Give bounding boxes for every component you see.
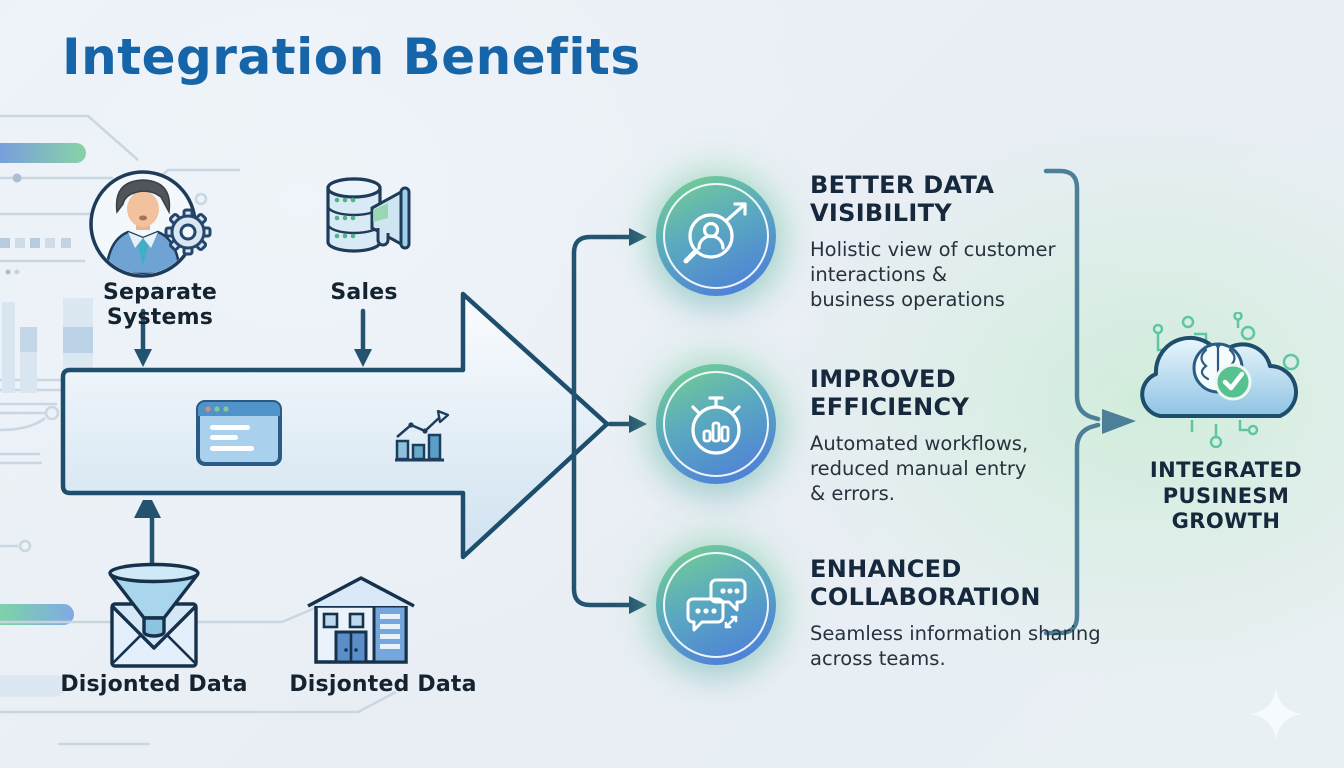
benefit-description: Holistic view of customer interactions &… [810,237,1056,312]
connector-arrowheads [134,228,647,614]
light-pill-decoration [0,675,66,697]
browser-window-icon [196,400,282,466]
benefit-description: Automated workflows, reduced manual entr… [810,431,1029,506]
background-dots-decoration [0,173,71,275]
funnel-envelope-icon [108,562,200,668]
gradient-pill-decoration [0,604,74,625]
benefit-circle-visibility [656,176,776,296]
benefit-description: Seamless information sharing across team… [810,621,1101,670]
gradient-pill-decoration [0,143,86,163]
circuit-decoration [1152,312,1300,448]
circle-inner-ring [663,183,769,289]
benefit-circle-collaboration [656,545,776,665]
label-disjointed-data-1: Disjonted Data [60,672,248,697]
benefit-circle-efficiency [656,364,776,484]
circle-inner-ring [663,552,769,658]
page-title: Integration Benefits [62,28,641,86]
outcome-bracket [1043,168,1101,636]
benefit-collaboration: ENHANCED COLLABORATION Seamless informat… [810,555,1110,671]
benefit-visibility: BETTER DATA VISIBILITY Holistic view of … [810,171,1110,313]
benefit-title: BETTER DATA VISIBILITY [810,171,995,227]
benefit-efficiency: IMPROVED EFFICIENCY Automated workflows,… [810,365,1110,507]
label-disjointed-data-2: Disjonted Data [289,672,477,697]
person-gear-icon [89,170,212,278]
growth-chart-icon [395,410,450,462]
sparkle-icon [1250,688,1302,740]
circle-inner-ring [663,371,769,477]
integration-arrow-shape [60,291,610,560]
benefit-title: ENHANCED COLLABORATION [810,555,1041,611]
connector-arrows [140,234,633,608]
outcome-label: INTEGRATED PUSINESM GROWTH [1149,458,1303,534]
house-icon [307,576,415,664]
label-sales: Sales [330,280,398,305]
cloud-brain-check-icon [1140,312,1300,448]
outcome-bracket-arrowhead [1102,409,1136,434]
benefit-title: IMPROVED EFFICIENCY [810,365,970,421]
label-separate-systems: Separate Systems [102,280,218,330]
database-megaphone-icon [326,177,411,253]
